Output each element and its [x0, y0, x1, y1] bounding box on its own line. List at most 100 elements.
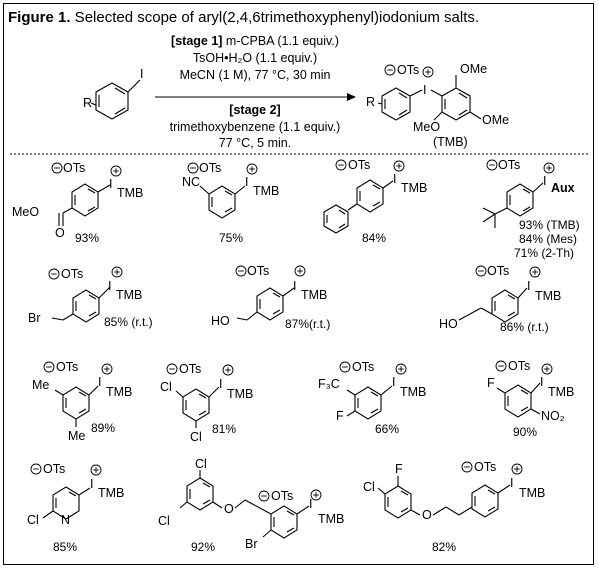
- c9-yield: 81%: [212, 422, 236, 436]
- c1-substituent: MeO: [12, 205, 39, 219]
- c2-ots: OTs: [199, 161, 221, 175]
- stage2-line1: trimethoxybenzene (1.1 equiv.): [170, 120, 341, 134]
- caption-label: Figure 1.: [8, 9, 71, 26]
- c11-fluoro: F: [487, 376, 495, 390]
- prod-r-group: R: [366, 95, 375, 109]
- c14-yield: 82%: [432, 540, 456, 554]
- c4-yield-mes: 84% (Mes): [519, 232, 577, 246]
- c5-iodine: I: [108, 279, 111, 293]
- c7-tmb: TMB: [535, 289, 561, 303]
- compound-1: [51, 162, 122, 226]
- c13-tmb: TMB: [318, 512, 344, 526]
- c7-ots: OTs: [487, 264, 509, 278]
- c1-iodine: I: [109, 177, 112, 191]
- c11-iodine: I: [540, 375, 543, 389]
- compound-12: [30, 463, 102, 520]
- c13-chloro-2: Cl: [158, 514, 170, 528]
- c12-yield: 85%: [53, 540, 77, 554]
- compound-4: [482, 159, 555, 228]
- stage1-line3: MeCN (1 M), 77 °C, 30 min: [180, 68, 331, 82]
- product-structure: [377, 64, 482, 121]
- c10-tmb: TMB: [400, 385, 426, 399]
- c4-iodine: I: [543, 174, 546, 188]
- stage1-label: [stage 1]: [171, 34, 222, 48]
- compound-8: [43, 361, 113, 427]
- c10-ots: OTs: [352, 360, 374, 374]
- c12-chloro: Cl: [27, 513, 39, 527]
- prod-ome-top: OMe: [460, 62, 487, 76]
- prod-meo-left: MeO: [413, 120, 440, 134]
- prod-iodine: I: [423, 83, 426, 97]
- c2-yield: 75%: [219, 231, 243, 245]
- c7-yield: 86% (r.t.): [500, 320, 549, 334]
- c9-chloro-2: Cl: [190, 430, 202, 444]
- c10-cf3: F₃C: [318, 377, 340, 391]
- c11-tmb: TMB: [548, 385, 574, 399]
- reaction-arrowhead: [347, 93, 356, 101]
- c8-tmb: TMB: [106, 385, 132, 399]
- compound-3: [323, 159, 405, 234]
- c7-iodine: I: [527, 279, 530, 293]
- figure-caption: Figure 1. Selected scope of aryl(2,4,6tr…: [8, 9, 479, 26]
- c1-tmb: TMB: [117, 186, 143, 200]
- c12-tmb: TMB: [98, 486, 124, 500]
- c8-ots: OTs: [56, 360, 78, 374]
- c14-ots: OTs: [474, 460, 496, 474]
- c12-pyridine-n: N: [61, 513, 70, 527]
- c4-ots: OTs: [498, 158, 520, 172]
- caption-text: Selected scope of aryl(2,4,6trimethoxyph…: [70, 9, 480, 26]
- c3-iodine: I: [393, 172, 396, 186]
- prod-tmb-label: (TMB): [433, 135, 468, 149]
- compound-9: [166, 363, 234, 428]
- c6-ots: OTs: [247, 264, 269, 278]
- c12-ots: OTs: [43, 462, 65, 476]
- c9-ots: OTs: [179, 362, 201, 376]
- c7-substituent: HO: [439, 317, 458, 331]
- stage1-line2: TsOH•H₂O (1.1 equiv.): [193, 51, 317, 65]
- c4-yield-2th: 71% (2-Th): [514, 246, 574, 260]
- c5-ots: OTs: [61, 267, 83, 281]
- c11-yield: 90%: [513, 425, 537, 439]
- c2-substituent: NC: [182, 175, 200, 189]
- c5-tmb: TMB: [116, 288, 142, 302]
- c4-aux: Aux: [551, 181, 575, 195]
- c8-iodine: I: [98, 375, 101, 389]
- c3-ots: OTs: [348, 158, 370, 172]
- c11-ots: OTs: [508, 359, 530, 373]
- sm-r-group: R: [83, 96, 92, 110]
- compound-13: [179, 470, 322, 539]
- c6-iodine: I: [293, 279, 296, 293]
- c8-yield: 89%: [91, 421, 115, 435]
- c3-yield: 84%: [362, 231, 386, 245]
- c12-iodine: I: [90, 477, 93, 491]
- compound-11: [495, 360, 553, 418]
- c13-iodine: I: [309, 497, 312, 511]
- compound-6: [235, 265, 306, 321]
- c6-yield: 87%(r.t.): [285, 317, 330, 331]
- c8-methyl-2: Me: [68, 429, 85, 443]
- c14-ether-o: O: [422, 508, 432, 522]
- compound-5: [48, 266, 123, 323]
- c13-yield: 92%: [191, 540, 215, 554]
- c13-ots: OTs: [271, 489, 293, 503]
- c5-yield: 85% (r.t.): [104, 315, 153, 329]
- c9-chloro-1: Cl: [160, 380, 172, 394]
- c13-ether-o: O: [224, 502, 234, 516]
- stage1-line1: [stage 1] m-CPBA (1.1 equiv.): [171, 34, 339, 48]
- c10-iodine: I: [392, 375, 395, 389]
- stage1-reagent: m-CPBA (1.1 equiv.): [222, 34, 338, 48]
- prod-ome-right: OMe: [482, 113, 509, 127]
- c11-nitro: NO₂: [541, 409, 565, 423]
- c6-tmb: TMB: [301, 288, 327, 302]
- sm-iodine: I: [140, 67, 143, 81]
- c3-tmb: TMB: [401, 181, 427, 195]
- c4-yield-tmb: 93% (TMB): [519, 218, 580, 232]
- c14-iodine: I: [510, 476, 513, 490]
- c8-methyl-1: Me: [32, 378, 49, 392]
- compound-2: [187, 162, 258, 219]
- c14-tmb: TMB: [519, 486, 545, 500]
- c2-tmb: TMB: [253, 184, 279, 198]
- compound-10: [339, 361, 407, 420]
- c14-chloro: Cl: [363, 480, 375, 494]
